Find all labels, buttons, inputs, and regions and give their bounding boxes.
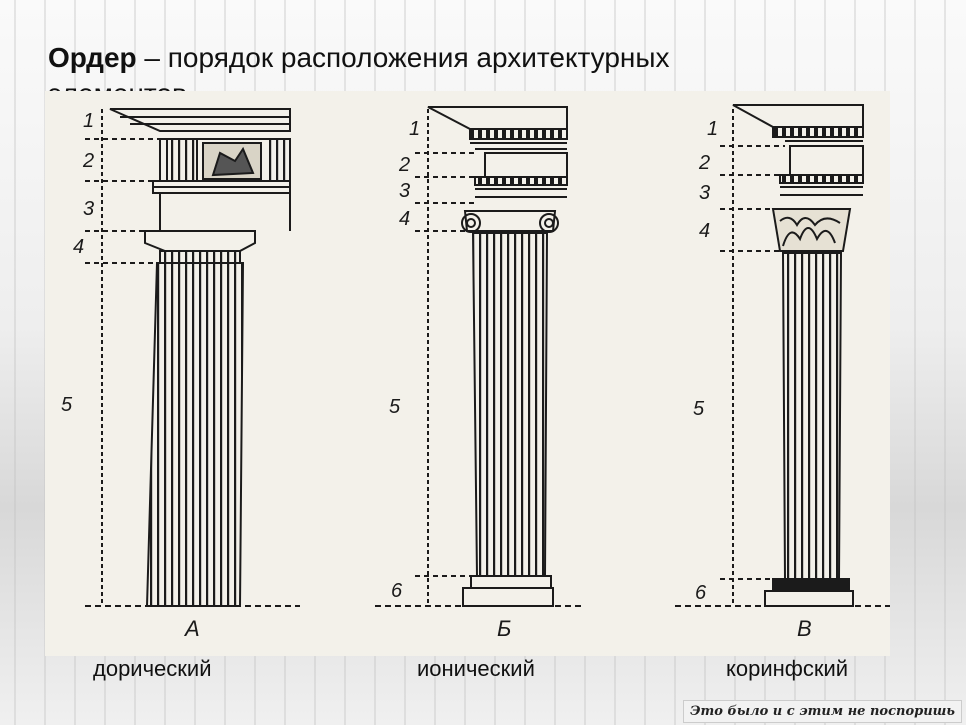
ionic-num-3: 3 [399, 180, 410, 202]
corinthian-num-2: 2 [698, 152, 710, 174]
ionic-num-6: 6 [391, 580, 403, 602]
doric-num-1: 1 [83, 110, 94, 132]
corinthian-num-3: 3 [699, 182, 710, 204]
caption-ionic: ионический [417, 656, 535, 681]
caption-corinthian: коринфский [726, 656, 849, 681]
ionic-num-1: 1 [409, 118, 420, 140]
orders-drawing: 1 2 3 4 5 1 2 3 4 5 6 1 2 3 4 5 6 А [45, 91, 890, 656]
doric-order [85, 108, 300, 607]
ionic-num-4: 4 [399, 208, 410, 230]
corinthian-num-6: 6 [695, 582, 707, 604]
doric-num-3: 3 [83, 198, 94, 220]
title-term: Ордер [48, 42, 137, 73]
corinthian-order [675, 104, 890, 607]
letter-v: В [797, 616, 812, 641]
page-title: Ордер – порядок расположения архитектурн… [48, 40, 808, 112]
corinthian-num-4: 4 [699, 220, 710, 242]
letter-b: Б [497, 616, 511, 641]
letter-a: А [183, 616, 200, 641]
ionic-num-5: 5 [389, 396, 401, 418]
orders-svg: 1 2 3 4 5 1 2 3 4 5 6 1 2 3 4 5 6 А [61, 104, 890, 641]
watermark-badge: Это было и с этим не поспоришь [683, 700, 962, 723]
doric-num-4: 4 [73, 236, 84, 258]
caption-doric: дорический [93, 656, 212, 681]
ionic-num-2: 2 [398, 154, 410, 176]
ionic-order [375, 106, 585, 607]
doric-num-2: 2 [82, 150, 94, 172]
doric-num-5: 5 [61, 394, 73, 416]
corinthian-num-1: 1 [707, 118, 718, 140]
corinthian-num-5: 5 [693, 398, 705, 420]
